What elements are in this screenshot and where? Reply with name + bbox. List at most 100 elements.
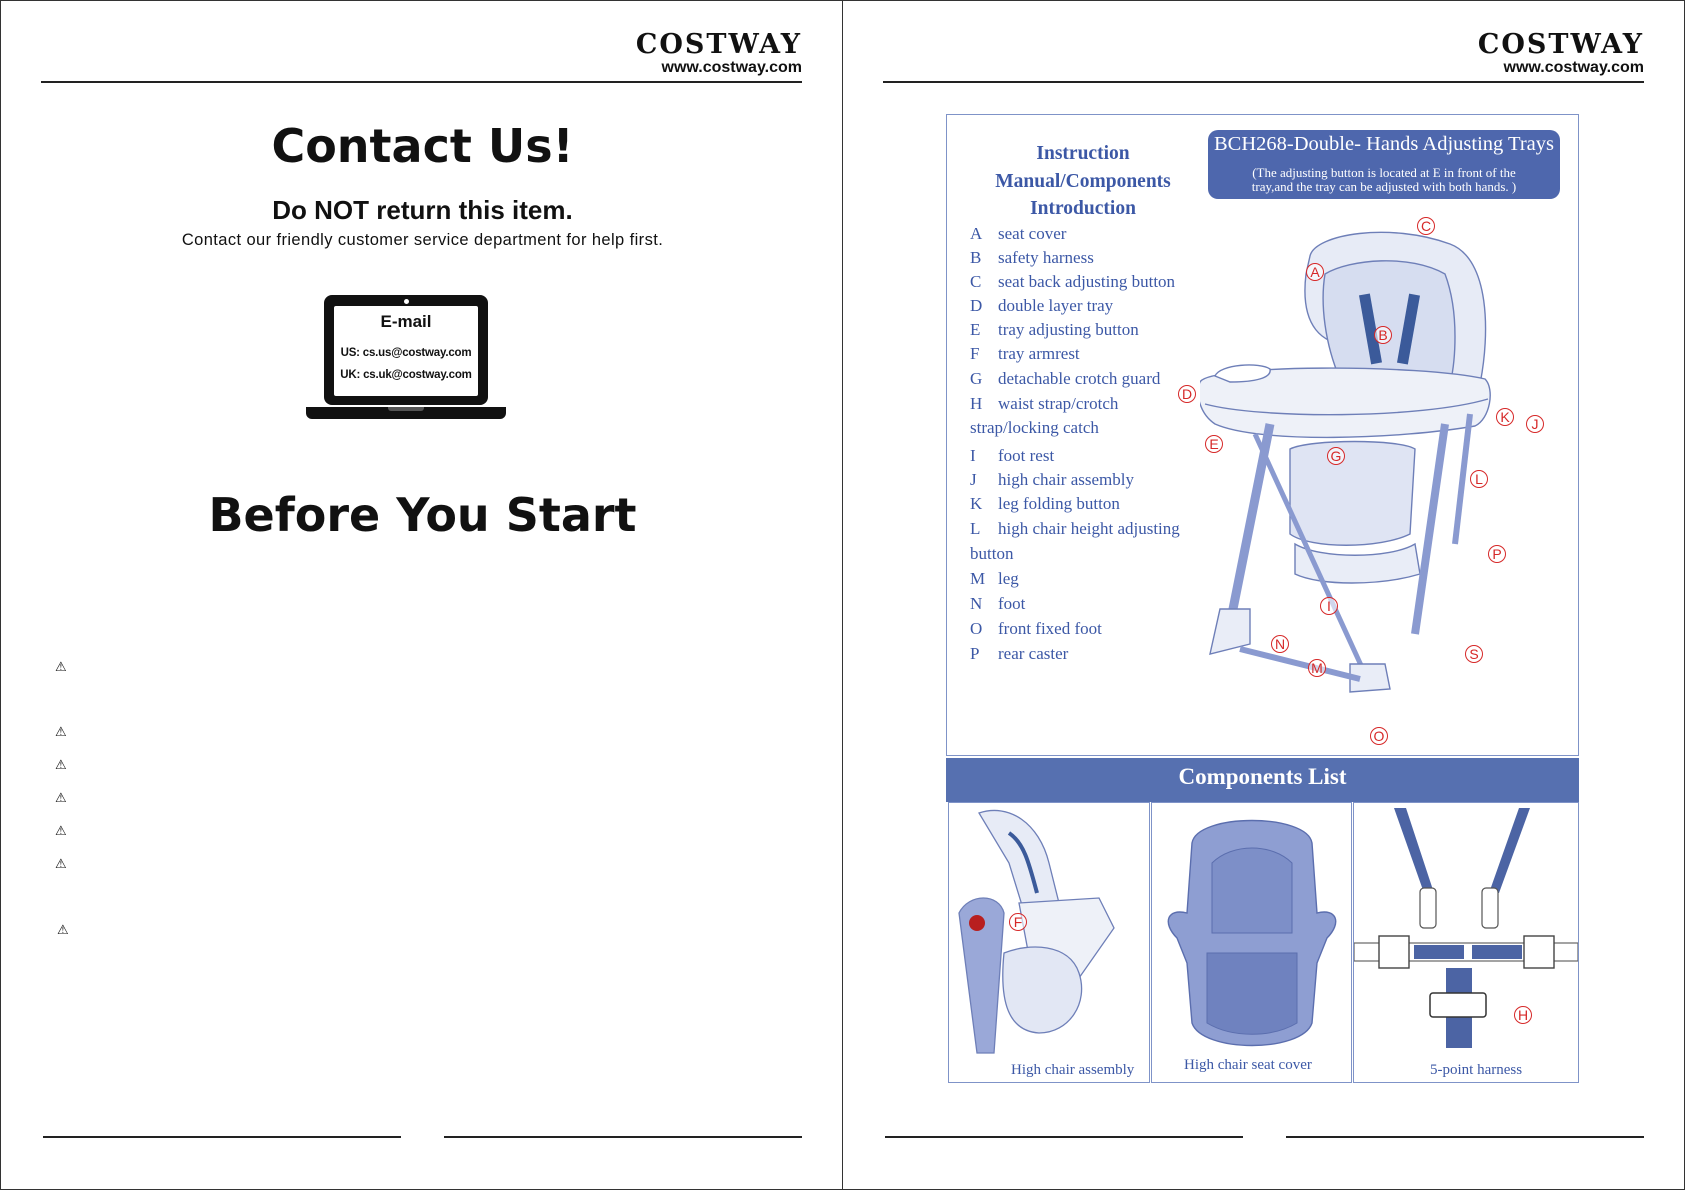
component-cell-harness: H 5-point harness bbox=[1353, 802, 1579, 1083]
callout-g: G bbox=[1327, 447, 1345, 465]
warning-icon: ⚠ bbox=[55, 659, 67, 674]
costway-logo: COSTWAY www.costway.com bbox=[1478, 31, 1644, 77]
component-letter: P bbox=[970, 644, 980, 663]
brand-name: COSTWAY bbox=[635, 29, 802, 60]
seat-cover-illustration bbox=[1167, 819, 1337, 1047]
warning-icon: ⚠ bbox=[55, 823, 67, 838]
component-letter: O bbox=[970, 619, 983, 638]
callout-b: B bbox=[1374, 326, 1392, 344]
component-letter: B bbox=[970, 248, 982, 267]
header-rule bbox=[883, 81, 1644, 83]
component-text: tray adjusting button bbox=[998, 320, 1139, 339]
warning-icon: ⚠ bbox=[55, 757, 67, 772]
component-text: button bbox=[970, 544, 1014, 563]
component-letter: F bbox=[970, 344, 980, 363]
email-uk[interactable]: UK: cs.uk@costway.com bbox=[340, 369, 472, 381]
laptop-icon: E-mail US: cs.us@costway.com UK: cs.uk@c… bbox=[306, 295, 506, 423]
callout-f: F bbox=[1009, 913, 1027, 931]
left-page: COSTWAY www.costway.com Contact Us! Do N… bbox=[0, 0, 843, 1190]
component-text: foot rest bbox=[998, 446, 1055, 465]
callout-l: L bbox=[1470, 470, 1488, 488]
callout-k: K bbox=[1496, 408, 1514, 426]
component-letter: N bbox=[970, 594, 983, 613]
component-text: strap/locking catch bbox=[970, 418, 1099, 437]
component-letter: D bbox=[970, 296, 983, 315]
component-letter: C bbox=[970, 272, 982, 291]
contact-instruction: Contact our friendly customer service de… bbox=[181, 231, 664, 249]
callout-s: S bbox=[1465, 645, 1483, 663]
warning-icon: ⚠ bbox=[57, 922, 69, 937]
model-banner: BCH268-Double- Hands Adjusting Trays (Th… bbox=[1208, 130, 1560, 199]
component-letter: A bbox=[970, 224, 983, 243]
component-letter: E bbox=[970, 320, 981, 339]
email-panel: E-mail US: cs.us@costway.com UK: cs.uk@c… bbox=[334, 306, 478, 396]
do-not-return-heading: Do NOT return this item. bbox=[272, 195, 573, 225]
cell-caption: High chair assembly bbox=[1011, 1062, 1135, 1078]
component-letter: L bbox=[970, 519, 981, 538]
component-letter: K bbox=[970, 494, 983, 513]
component-row: strap/locking catch bbox=[970, 418, 1099, 438]
high-chair-diagram bbox=[1200, 231, 1491, 693]
component-letter: I bbox=[970, 446, 976, 465]
callout-j: J bbox=[1526, 415, 1544, 433]
callout-o: O bbox=[1370, 727, 1388, 745]
callout-i: I bbox=[1320, 597, 1338, 615]
email-us[interactable]: US: cs.us@costway.com bbox=[340, 347, 472, 359]
warning-icon: ⚠ bbox=[55, 856, 67, 871]
model-note: (The adjusting button is located at E in… bbox=[1251, 165, 1517, 194]
component-text: waist strap/crotch bbox=[998, 394, 1119, 413]
component-letter: H bbox=[970, 394, 983, 413]
component-cell-chair: F High chair assembly bbox=[948, 802, 1150, 1083]
component-letter: J bbox=[970, 470, 977, 489]
component-text: tray armrest bbox=[998, 344, 1080, 363]
component-text: seat cover bbox=[998, 224, 1067, 243]
brand-url[interactable]: www.costway.com bbox=[1503, 59, 1644, 76]
callout-n: N bbox=[1271, 635, 1289, 653]
callout-a: A bbox=[1306, 263, 1324, 281]
component-letter: G bbox=[970, 369, 983, 388]
callout-h: H bbox=[1514, 1006, 1532, 1024]
component-text: detachable crotch guard bbox=[998, 369, 1161, 388]
instruction-frame bbox=[946, 114, 1579, 756]
component-cell-seat-cover: High chair seat cover bbox=[1151, 802, 1352, 1083]
callout-p: P bbox=[1488, 545, 1506, 563]
cell-caption: High chair seat cover bbox=[1184, 1057, 1312, 1073]
callout-e: E bbox=[1205, 435, 1223, 453]
costway-logo: COSTWAY www.costway.com bbox=[636, 31, 802, 77]
component-text: leg bbox=[998, 569, 1019, 588]
instruction-title: Instruction Manual/Components Introducti… bbox=[995, 143, 1171, 219]
harness-illustration bbox=[1353, 808, 1579, 1048]
email-title: E-mail bbox=[380, 312, 432, 331]
brand-url[interactable]: www.costway.com bbox=[661, 59, 802, 76]
callout-c: C bbox=[1417, 217, 1435, 235]
component-letter: M bbox=[970, 569, 986, 588]
chair-assembly-illustration bbox=[958, 809, 1115, 1054]
component-text: high chair assembly bbox=[998, 470, 1134, 489]
brand-name: COSTWAY bbox=[1477, 29, 1644, 60]
warning-icon: ⚠ bbox=[55, 790, 67, 805]
model-title: BCH268-Double- Hands Adjusting Trays bbox=[1214, 133, 1554, 155]
component-text: safety harness bbox=[998, 248, 1094, 267]
header-rule bbox=[41, 81, 802, 83]
component-text: front fixed foot bbox=[998, 619, 1102, 638]
component-text: high chair height adjusting bbox=[998, 519, 1180, 538]
callout-m: M bbox=[1308, 659, 1326, 677]
footer-rule-left bbox=[885, 1136, 1243, 1138]
component-text: leg folding button bbox=[998, 494, 1120, 513]
footer-rule-left bbox=[43, 1136, 401, 1138]
